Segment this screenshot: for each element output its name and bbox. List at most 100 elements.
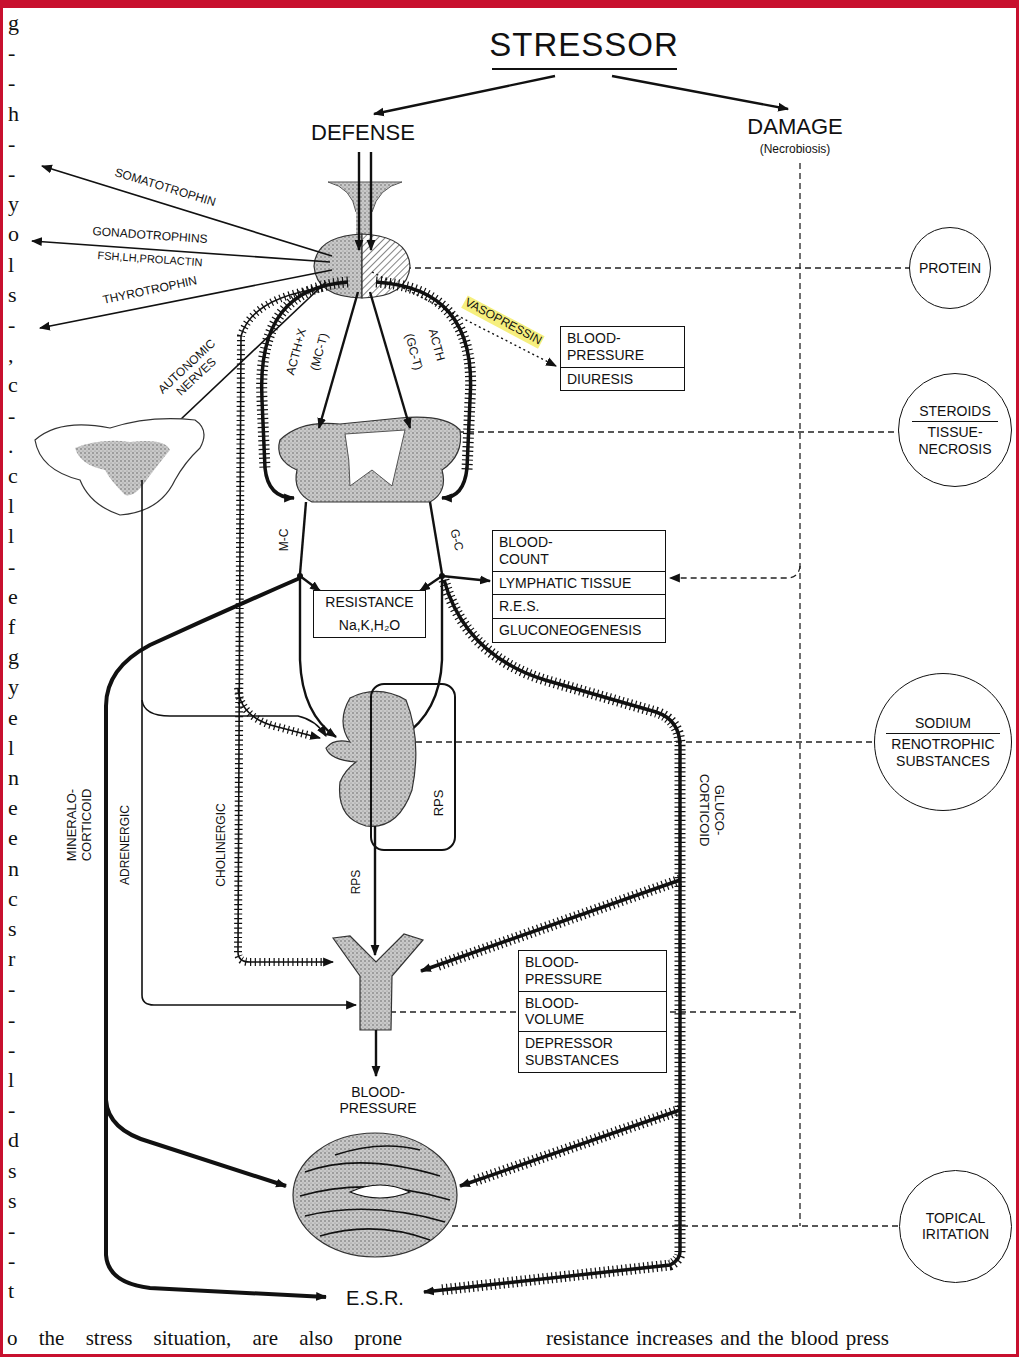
margin-fragment: e <box>7 705 19 730</box>
tissue-fibre <box>320 1229 430 1240</box>
margin-fragment: c <box>7 372 19 397</box>
margin-fragment: - <box>7 1218 16 1243</box>
box-cell: R.E.S. <box>493 594 665 618</box>
stressor-arrow <box>612 76 788 109</box>
left-gland-core <box>75 441 170 496</box>
margin-fragment: - <box>7 1037 16 1062</box>
damage-trunk <box>799 163 800 1226</box>
box-text: BLOOD- COUNT <box>499 534 599 568</box>
margin-fragment: - <box>7 161 16 186</box>
margin-fragment: l <box>7 493 15 518</box>
box-cell: BLOOD- COUNT <box>493 531 665 571</box>
flow-label: ADRENERGIC <box>119 804 133 886</box>
margin-fragment: e <box>7 825 19 850</box>
box-text: LYMPHATIC TISSUE <box>499 575 631 592</box>
margin-fragment: c <box>7 463 19 488</box>
circle-node: TOPICAL IRITATION <box>899 1170 1012 1283</box>
hypothalamus-funnel <box>328 182 402 212</box>
circle-text: TOPICAL IRITATION <box>908 1208 1004 1244</box>
margin-fragment: - <box>7 40 16 65</box>
damage-link <box>416 741 950 742</box>
tissue-fibre <box>335 1146 420 1155</box>
margin-fragment: - <box>7 403 16 428</box>
margin-fragment: y <box>7 191 20 216</box>
margin-fragment: g <box>7 644 20 669</box>
flow-label: BLOOD- PRESSURE <box>332 1084 424 1116</box>
diagram-title: STRESSOR <box>489 26 679 64</box>
circle-node: SODIUMRENOTROPHIC SUBSTANCES <box>874 673 1012 811</box>
flow-label: AUTONOMIC NERVES <box>149 331 235 414</box>
glucocorticoid-barbs <box>474 1110 680 1181</box>
margin-fragment: s <box>7 282 18 307</box>
flow-label: DEFENSE <box>310 120 416 145</box>
margin-fragment: y <box>7 674 20 699</box>
stressor-arrow <box>374 76 555 114</box>
cell-box: RESISTANCE Na,K,H₂O <box>313 590 426 638</box>
rps-arrow <box>374 826 376 955</box>
flow-label: RPS <box>350 869 364 896</box>
margin-fragment: - <box>7 554 16 579</box>
defense-arrow <box>370 152 372 250</box>
margin-fragment: n <box>7 765 20 790</box>
margin-fragment: h <box>7 101 20 126</box>
margin-fragment: s <box>7 1188 18 1213</box>
flow-label: DAMAGE <box>746 114 843 139</box>
box-text: DIURESIS <box>567 371 633 388</box>
circle-content: SODIUMRENOTROPHIC SUBSTANCES <box>886 713 1000 770</box>
circle-text: TISSUE- NECROSIS <box>912 421 998 458</box>
box-text: RPS <box>430 789 445 818</box>
flow-label: E.S.R. <box>345 1287 405 1310</box>
left-gland-outline <box>35 419 204 515</box>
blood-vessel <box>333 934 423 1030</box>
damage-link <box>458 431 955 432</box>
tissue-fibre <box>305 1209 445 1222</box>
box-cell: Na,K,H₂O <box>314 614 425 637</box>
margin-fragment: - <box>7 1097 16 1122</box>
margin-fragment: l <box>7 523 15 548</box>
adrenergic-path <box>142 480 356 1005</box>
adrenal-cortex <box>279 417 461 502</box>
margin-fragment: c <box>7 886 19 911</box>
tissue-cell <box>350 1185 410 1198</box>
mc-branch <box>300 576 320 591</box>
glucocorticoid-path <box>460 1110 680 1186</box>
gc-branch <box>420 576 442 591</box>
margin-fragment: - <box>7 1007 16 1032</box>
rounded-box: RPS <box>370 683 456 851</box>
margin-fragment: g <box>7 10 20 35</box>
adrenergic-path <box>142 700 326 736</box>
flow-label: SOMATOTROPHIN <box>112 166 218 210</box>
pressure-arrow <box>375 1030 377 1076</box>
box-text: RESISTANCE <box>325 594 413 611</box>
box-text: Na,K,H₂O <box>339 617 400 634</box>
margin-fragment: - <box>7 70 16 95</box>
page-text: o the stress situation, are also prone <box>6 1326 403 1350</box>
margin-fragment: - <box>7 131 16 156</box>
flow-label: ACTH+X <box>284 326 310 378</box>
box-text: BLOOD- VOLUME <box>525 995 625 1029</box>
gc-branch <box>442 576 490 581</box>
box-cell: RESISTANCE <box>314 591 425 614</box>
circle-text: RENOTROPHIC SUBSTANCES <box>886 733 1000 770</box>
pituitary-posterior <box>362 234 410 298</box>
gc-path <box>430 502 442 574</box>
margin-fragment: l <box>7 1067 15 1092</box>
margin-fragment: o <box>7 221 20 246</box>
margin-fragment: s <box>7 916 18 941</box>
circle-text: SODIUM <box>886 713 1000 733</box>
acth-path-barbs <box>376 282 471 470</box>
flow-label: (Necrobiosis) <box>759 143 832 157</box>
cholinergic-barbs <box>238 288 322 962</box>
margin-fragment: r <box>7 946 16 971</box>
cholinergic-path <box>238 688 320 738</box>
glucocorticoid-barbs <box>440 580 680 1290</box>
margin-fragment: n <box>7 856 20 881</box>
acth-path <box>376 282 471 498</box>
margin-fragment: - <box>7 1248 16 1273</box>
flow-label: MINERALO- CORTICOID <box>65 764 95 886</box>
damage-link <box>452 1225 957 1226</box>
box-cell: BLOOD- PRESSURE <box>519 951 666 991</box>
